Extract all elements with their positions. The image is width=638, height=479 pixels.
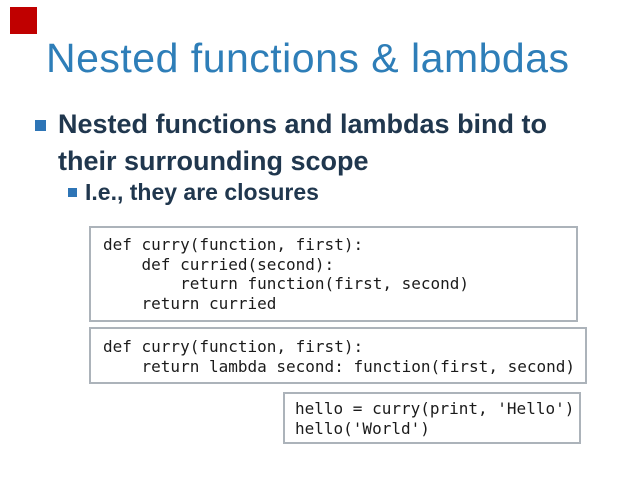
code-block-nested-function: def curry(function, first): def curried(… [89, 226, 578, 322]
slide-title: Nested functions & lambdas [46, 35, 570, 81]
bullet-sub-text: I.e., they are closures [85, 179, 319, 205]
bullet-square-icon [68, 188, 77, 197]
bullet-sub: I.e., they are closures [68, 176, 319, 208]
bullet-main-text: Nested functions and lambdas bind to the… [58, 109, 548, 176]
corner-accent-square-icon [10, 7, 37, 34]
bullet-square-icon [35, 120, 46, 131]
bullet-main: Nested functions and lambdas bind to the… [35, 106, 607, 180]
code-block-usage-example: hello = curry(print, 'Hello') hello('Wor… [283, 392, 581, 444]
code-block-lambda-version: def curry(function, first): return lambd… [89, 327, 587, 384]
